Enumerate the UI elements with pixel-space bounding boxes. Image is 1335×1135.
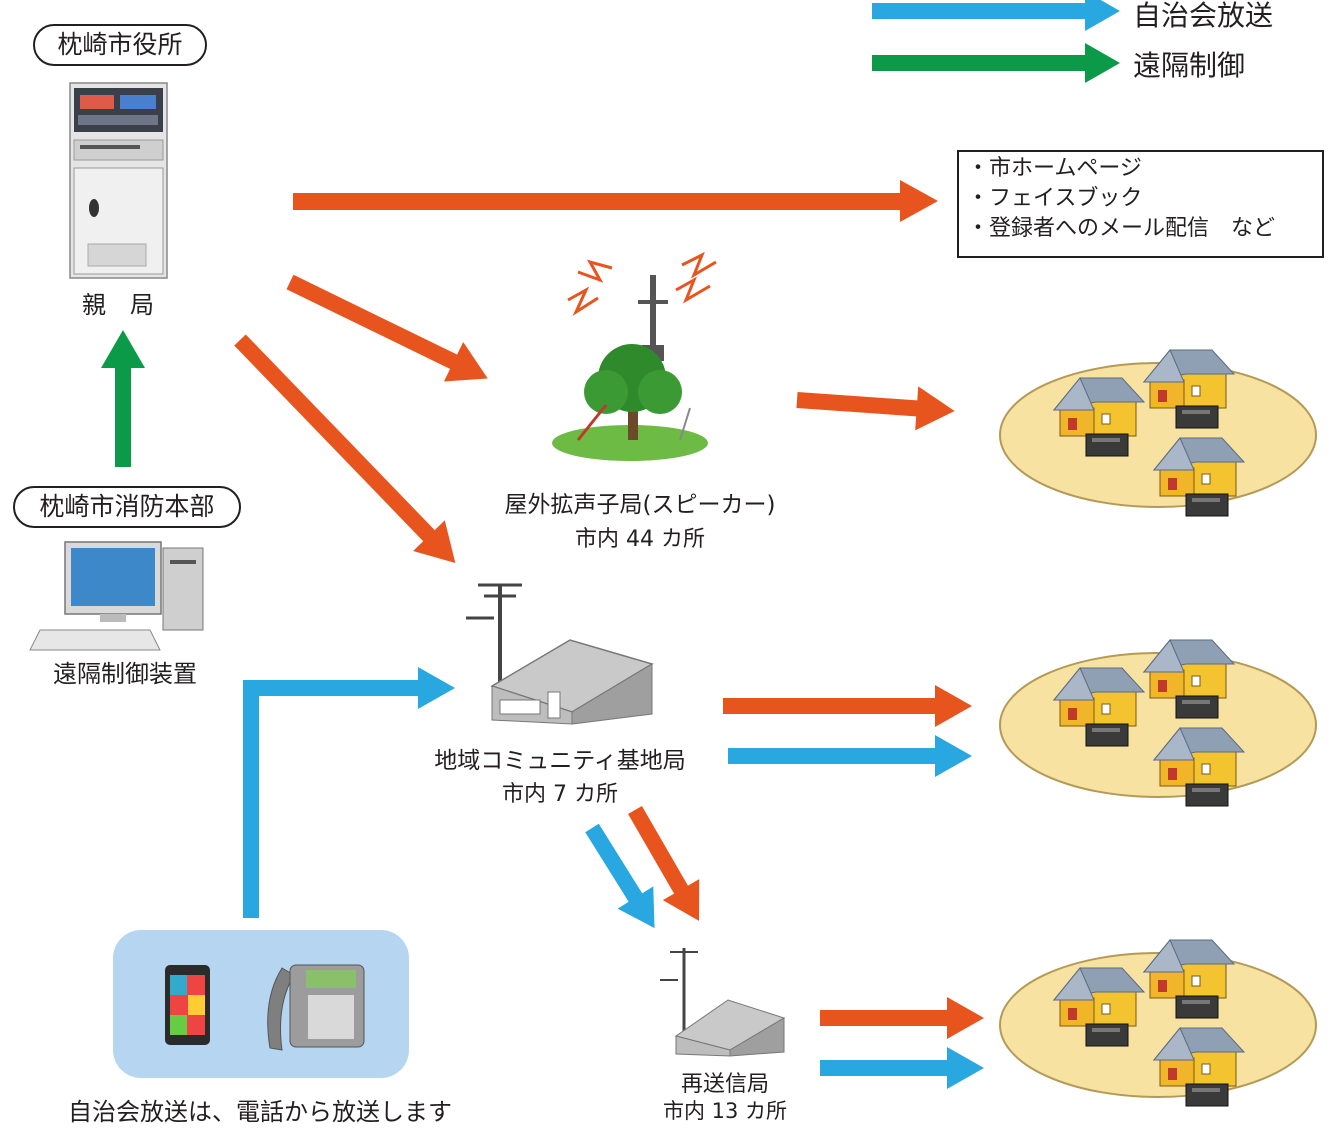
community-arrow-relay xyxy=(585,823,655,929)
broadcast-arrow-speaker-homes xyxy=(796,386,955,431)
remote-control-arrow xyxy=(101,330,145,467)
outdoor-speaker-label: 屋外拡声子局(スピーカー) xyxy=(504,492,776,518)
outdoor-speaker-count: 市内 44 カ所 xyxy=(575,527,705,552)
house-area-3 xyxy=(1000,940,1316,1106)
remote-control-pc-icon xyxy=(29,541,204,651)
community-arrow-relay-homes xyxy=(820,1047,984,1089)
legend-community-label: 自治会放送 xyxy=(1133,0,1274,32)
broadcast-arrow-base xyxy=(234,334,456,563)
house-area-1 xyxy=(1000,350,1316,516)
legend-remote-label: 遠隔制御 xyxy=(1133,49,1246,82)
remote-control-device-label: 遠隔制御装置 xyxy=(53,660,197,688)
relay-station-icon xyxy=(660,948,786,1057)
community-base-count: 市内 7 カ所 xyxy=(502,782,618,807)
community-base-label: 地域コミュニティ基地局 xyxy=(434,748,686,774)
legend-arrow-remote xyxy=(872,43,1120,83)
master-station-icon xyxy=(69,82,168,279)
web-channel-item: ・市ホームページ xyxy=(967,156,1142,181)
outdoor-speaker-icon xyxy=(552,251,717,461)
broadcast-arrow-relay-homes xyxy=(820,997,984,1039)
city-hall-label: 枕崎市役所 xyxy=(33,24,207,66)
broadcast-arrow-relay xyxy=(628,806,700,921)
relay-station-count: 市内 13 カ所 xyxy=(662,1099,788,1123)
community-arrow-base-homes xyxy=(728,735,972,777)
phone-broadcast-note: 自治会放送は、電話から放送します xyxy=(68,1098,452,1126)
web-channel-item: ・フェイスブック xyxy=(967,186,1143,211)
legend-arrow-community xyxy=(872,0,1120,31)
web-channels-box: ・市ホームページ ・フェイスブック ・登録者へのメール配信 など xyxy=(957,150,1324,258)
community-base-station-icon xyxy=(466,583,654,725)
relay-station-label: 再送信局 xyxy=(680,1072,769,1097)
web-channel-item: ・登録者へのメール配信 など xyxy=(967,216,1276,241)
community-arrow-phone xyxy=(243,667,455,918)
broadcast-arrow-web xyxy=(293,180,938,222)
phone-panel xyxy=(113,930,409,1078)
fire-dept-label: 枕崎市消防本部 xyxy=(13,486,241,528)
broadcast-arrow-speaker xyxy=(286,274,488,382)
house-area-2 xyxy=(1000,640,1316,806)
broadcast-arrow-base-homes xyxy=(723,685,972,727)
master-station-label: 親 局 xyxy=(82,291,154,319)
